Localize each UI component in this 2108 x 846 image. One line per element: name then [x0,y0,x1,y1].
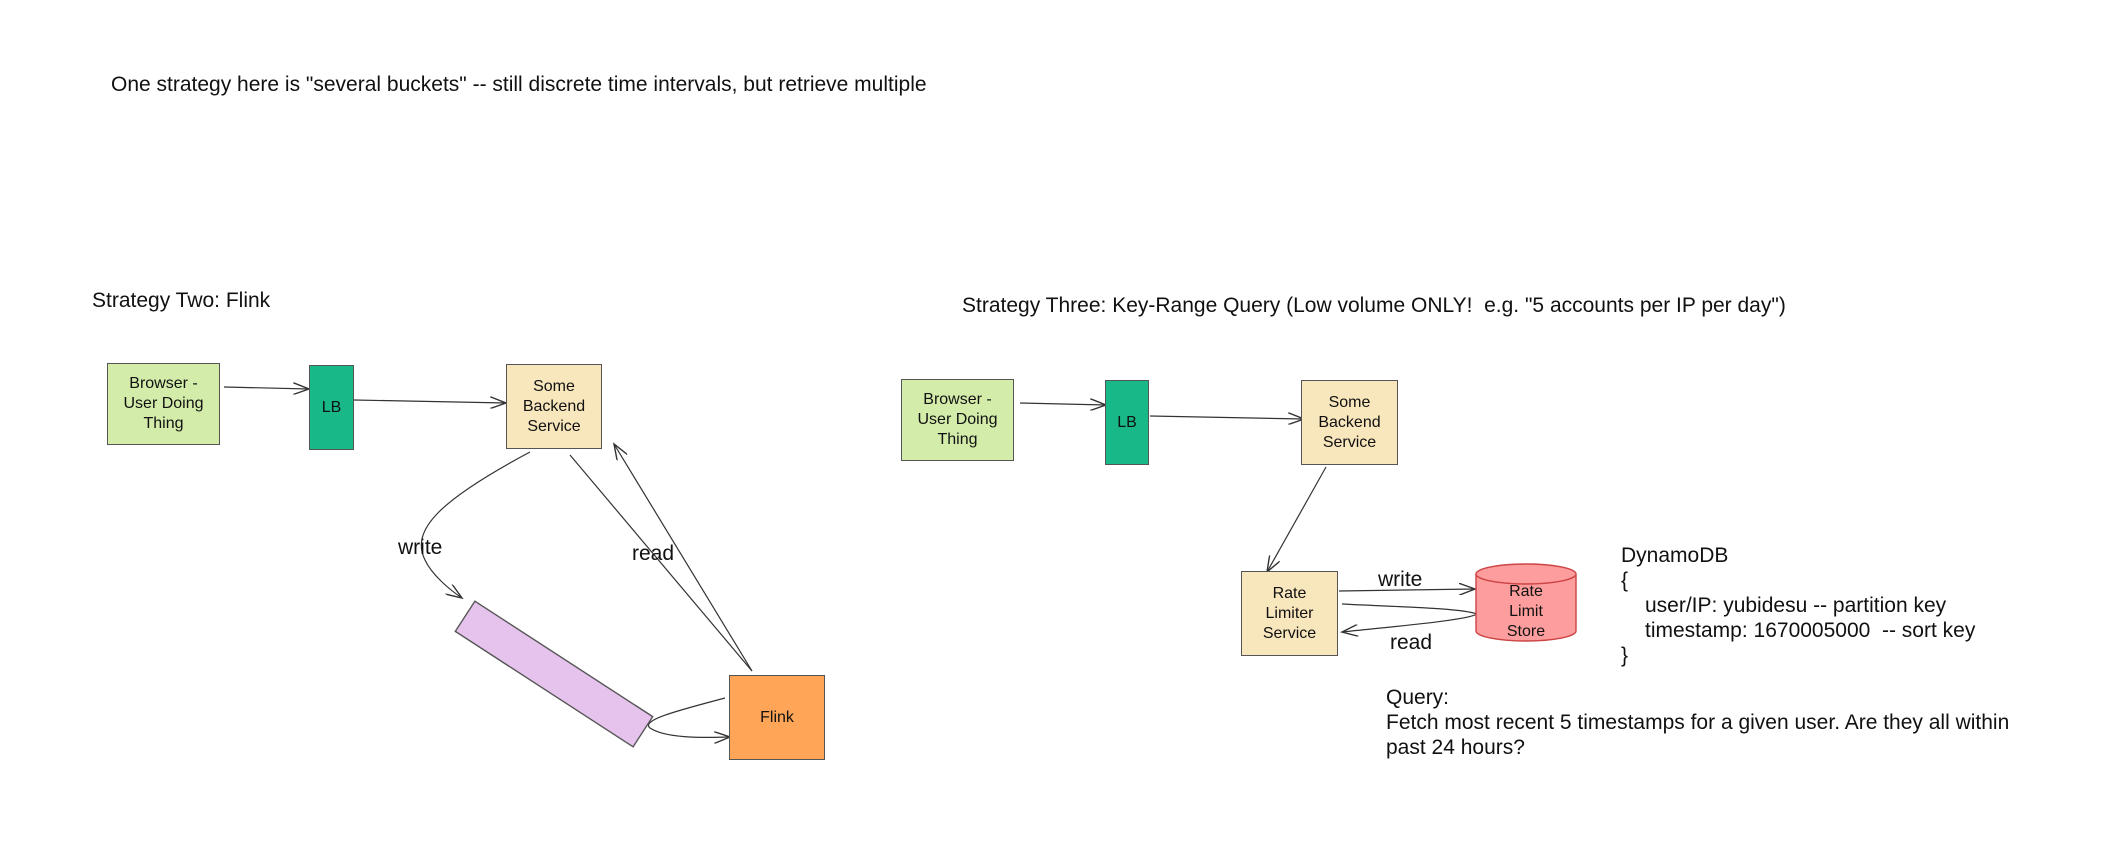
arrow-backend-to-flink-line [569,454,753,672]
rate-limiter-node: Rate Limiter Service [1241,571,1338,656]
strategy-two-title: Strategy Two: Flink [92,289,271,312]
dynamo-partition-key: user/IP: yubidesu -- partition key [1645,594,1947,617]
arrow-browser-to-lb-2 [223,387,309,389]
lb-node-2: LB [309,365,354,450]
backend-node-2: Some Backend Service [506,364,602,449]
write-label-3: write [1378,568,1423,591]
arrow-browser-to-lb-3 [1019,403,1106,405]
read-label-2: read [632,542,675,565]
dynamo-open-brace: { [1621,569,1629,592]
query-title: Query: [1386,686,1450,709]
dynamo-title: DynamoDB [1621,544,1729,567]
rate-limit-store-cylinder [1475,563,1577,642]
dynamo-sort-key: timestamp: 1670005000 -- sort key [1645,619,1976,642]
write-label-2: write [398,536,443,559]
browser-node-3: Browser - User Doing Thing [901,379,1014,461]
flink-node: Flink [729,675,825,760]
dynamo-close-brace: } [1621,644,1629,667]
arrow-backend-to-rate-limiter [1267,466,1327,572]
lb-node-3: LB [1105,380,1149,465]
header-note: One strategy here is "several buckets" -… [111,73,927,96]
read-label-3: read [1390,631,1433,654]
arrow-flink-read-to-backend [614,444,753,672]
rate-limit-store-label: Rate Limit Store [1506,583,1546,640]
query-line-2: past 24 hours? [1386,736,1525,759]
backend-node-3: Some Backend Service [1301,380,1398,465]
query-line-1: Fetch most recent 5 timestamps for a giv… [1386,711,2010,734]
strategy-three-title: Strategy Three: Key-Range Query (Low vol… [962,294,1786,317]
arrow-lb-to-backend-2 [353,400,506,403]
arrow-store-read-to-rate-limiter [1342,603,1479,632]
arrow-queue-to-flink [647,697,730,737]
queue-shape [454,600,654,748]
arrow-rate-limiter-write-to-store [1338,589,1475,591]
arrow-lb-to-backend-3 [1149,416,1304,419]
browser-node-2: Browser - User Doing Thing [107,363,220,445]
arrow-backend-write-to-queue [420,451,531,598]
